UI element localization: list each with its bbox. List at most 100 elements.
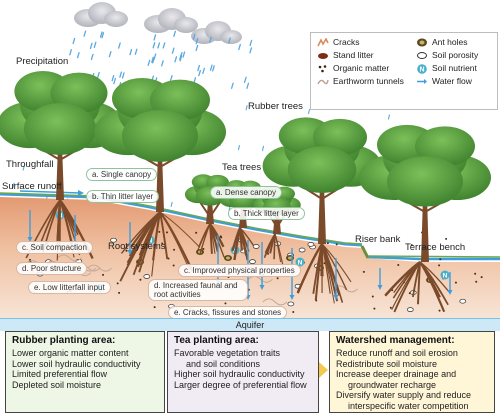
raindrop [157,42,161,49]
poor-structure-note: d. Poor structure [16,262,88,275]
svg-text:N: N [419,67,424,74]
organic-matter-dot [220,236,223,239]
raindrop [152,42,156,49]
organic-matter-dot [195,231,198,234]
earthworm-tunnel [57,254,82,262]
raindrop [195,44,199,52]
raindrop [261,145,265,151]
raindrop [134,48,138,55]
raindrop [202,67,205,75]
organic-matter-dot [165,231,168,234]
legend-item-organic-matter: Organic matter [317,63,389,73]
rubber-panel-item: Lower soil hydraulic conductivity [12,358,141,369]
soil-pore [287,301,295,307]
tree-trunk [318,184,326,244]
tea-panel-title: Tea planting area: [174,335,259,346]
surface-runoff-label: Surface runoff [2,181,62,192]
organic-matter-dot [410,244,413,247]
root [137,211,161,268]
tree-trunk [421,197,429,262]
watershed-panel-item: Reduce runoff and soil erosion [336,348,458,358]
rubber-tree [359,124,491,262]
raindrop [193,77,197,84]
single-canopy-note: a. Single canopy [86,168,158,181]
organic-matter-dot [116,282,119,285]
thin-litter-layer-note: b. Thin litter layer [86,190,160,203]
root [321,243,335,304]
organic-matter-dot [362,270,365,273]
organic-matter-dot [335,243,338,246]
terrace-surface [367,255,500,261]
soil-pore [406,307,414,312]
root [209,223,225,258]
soil-pore [298,247,306,253]
stand-litter-icon [317,51,329,60]
organic-matter-icon [317,64,329,73]
raindrop [161,60,164,67]
thick-litter-layer-note: b. Thick litter layer [228,207,305,220]
organic-matter-dot [118,291,121,294]
raindrop [198,69,201,77]
legend-box: Cracks Ant holes Stand litter Soil poros… [310,32,498,110]
organic-matter-dot [480,276,483,279]
legend-item-earthworm-tunnels: Earthworm tunnels [317,76,404,86]
root [159,211,169,260]
root [321,243,352,283]
raindrop [387,114,391,120]
tree-crown [50,72,108,114]
root [384,261,421,297]
raindrop [93,41,97,48]
root [151,211,161,277]
raindrop [179,53,182,60]
organic-matter-dot [139,278,142,281]
raindrop [69,49,72,56]
legend-item-stand-litter: Stand litter [317,50,374,60]
raindrop [182,51,186,58]
soil-nutrient-symbol: N [298,259,303,266]
raindrop [12,182,15,188]
organic-matter-dot [326,242,329,245]
raindrop [171,47,175,54]
cracks-icon [317,37,329,47]
root [159,211,190,271]
raindrop [174,56,178,63]
rubber-tree [94,78,226,212]
raindrop [118,42,121,49]
tea-panel-item: Favorable vegetation traits [174,348,281,358]
organic-matter-dot [161,242,164,245]
raindrop [99,31,103,38]
raindrop [243,76,247,83]
raindrop [209,64,213,71]
raindrop [151,56,154,63]
ant-holes-icon [416,38,428,47]
raindrop [101,32,105,39]
root [296,243,323,294]
raindrop [108,50,112,58]
soil-nutrient-symbol: N [443,272,448,279]
raindrop [129,49,133,56]
raindrop [153,53,157,60]
raindrop [72,37,76,45]
organic-matter-dot [373,307,376,310]
legend-item-water-flow: Water flow [416,76,472,86]
watershed-panel-title: Watershed management: [336,335,455,346]
raindrop [153,34,157,41]
raindrop [307,108,311,115]
raindrop [22,165,25,171]
ant-hole-center [288,256,292,260]
soil-nutrient-symbol: N [148,237,153,244]
organic-matter-dot [397,264,400,267]
legend-item-ant-holes: Ant holes [416,37,467,47]
watershed-panel-item: Increase deeper drainage and [336,369,457,380]
rubber-tree [262,117,382,244]
root [239,227,249,261]
raindrop [228,37,231,44]
root [159,211,201,248]
organic-matter-dot [371,295,374,298]
faunal-root-activity-text: d. Increased faunal and root activities [154,281,238,299]
cloud-right [191,21,242,44]
raindrop [83,30,87,37]
root [314,243,323,301]
precipitation-label: Precipitation [16,56,69,67]
